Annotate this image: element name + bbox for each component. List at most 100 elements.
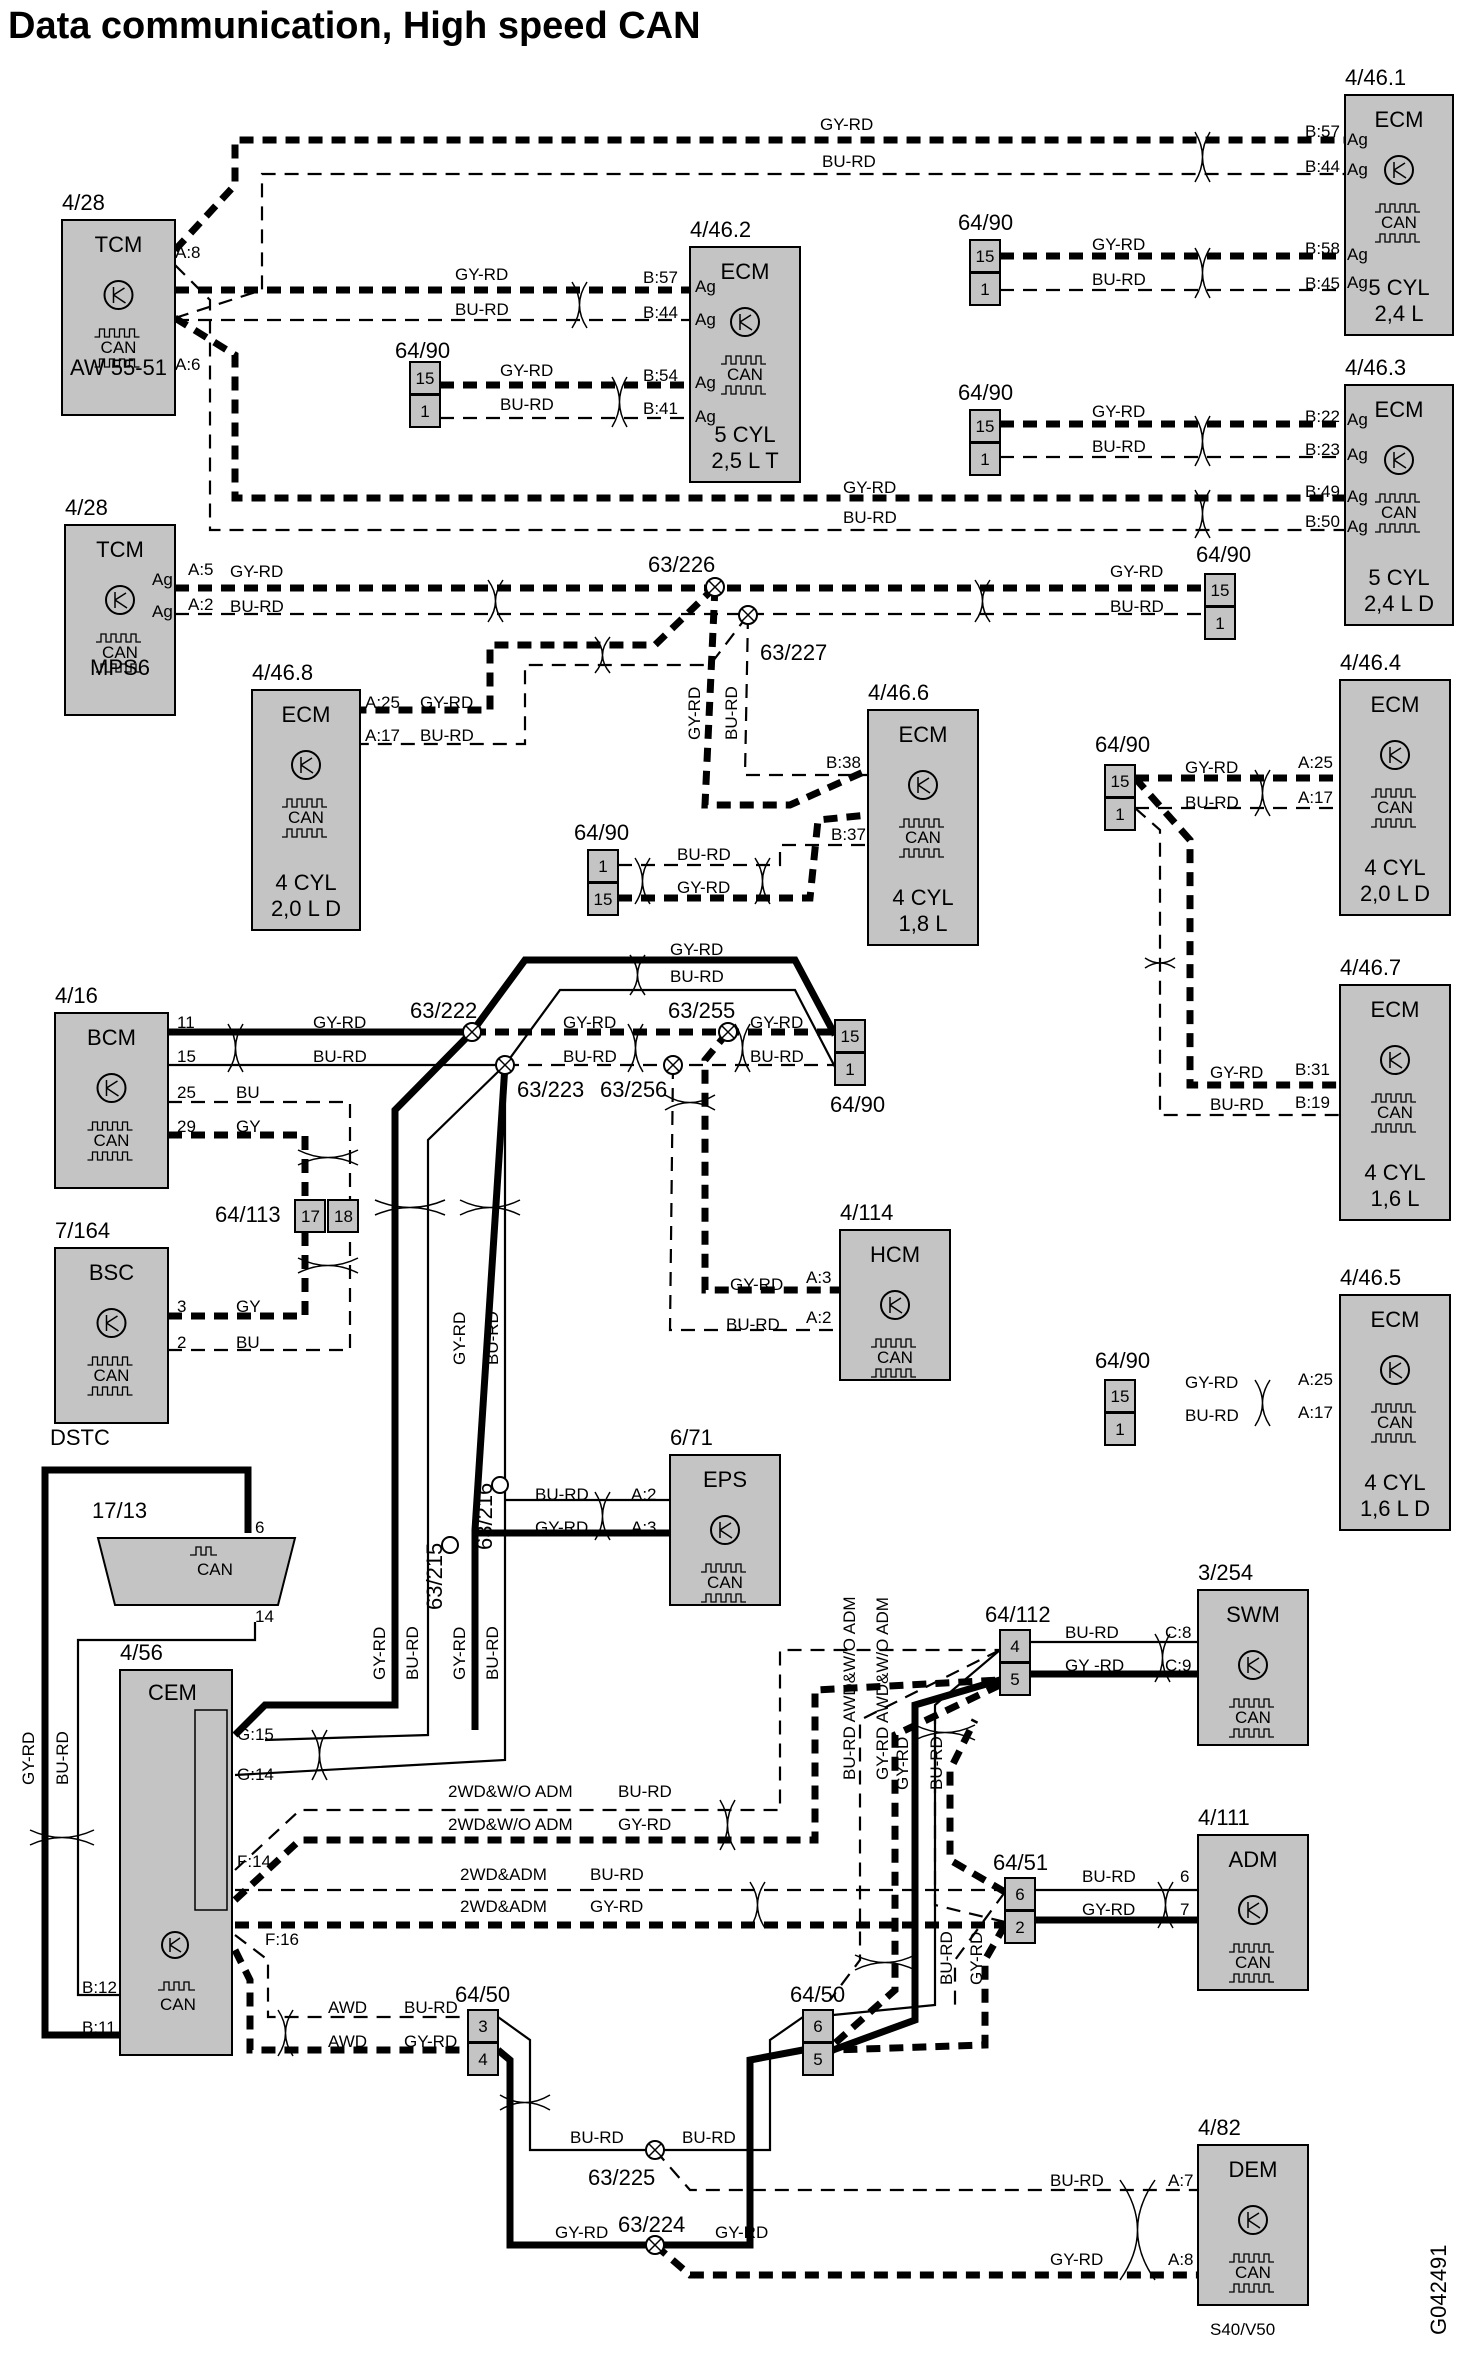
twist-marker [227, 1023, 244, 1073]
pin-label: Ag [1347, 130, 1368, 149]
splice-id: 63/255 [668, 998, 735, 1023]
can-waveform-icon [1229, 2253, 1274, 2263]
twist-marker [594, 1491, 611, 1541]
module-id: 4/46.2 [690, 217, 751, 242]
connector-pin-label: 1 [1115, 805, 1124, 824]
wire-label-vertical: BU-RD [927, 1736, 946, 1790]
wires [41, 136, 1345, 2279]
wire-label: 2WD&ADM [460, 1897, 547, 1916]
wire-awd-gy [231, 1948, 468, 2054]
connector-pin [467, 2009, 499, 2043]
splice-symbol [441, 1536, 459, 1554]
pin-label: B:37 [831, 825, 866, 844]
wire-label-vertical: GY-RD [370, 1627, 389, 1680]
pin-label: B:49 [1305, 482, 1340, 501]
wire-label: BU-RD [1110, 597, 1164, 616]
wire-label: AWD [328, 2032, 367, 2051]
transistor-icon [880, 1290, 910, 1320]
module-id: 4/28 [62, 190, 105, 215]
module-spec-1: MPS6 [90, 655, 150, 680]
wire-ecm-4-46-7-gy [1132, 775, 1340, 1089]
pin-label: B:31 [1295, 1060, 1330, 1079]
pin-label: A:25 [1298, 1370, 1333, 1389]
wire-label: BU-RD [677, 845, 731, 864]
wire-label: BU-RD [1050, 2171, 1104, 2190]
connector-pin-label: 4 [1010, 1637, 1019, 1656]
transistor-icon [103, 280, 134, 310]
splice-id: 63/227 [760, 640, 827, 665]
module-spec-1: 5 CYL [714, 422, 775, 447]
module-id: 4/111 [1198, 1805, 1250, 1830]
transistor-symbol [1247, 2212, 1261, 2229]
wire-label-vertical: GY-RD [967, 1932, 986, 1985]
module-id: 4/46.7 [1340, 955, 1401, 980]
pin-label: Ag [152, 602, 173, 621]
can-waveform-icon [1375, 203, 1420, 213]
twist-marker [459, 1199, 521, 1216]
can-waveform-icon [87, 1386, 133, 1396]
wire-bu-rd-ecm-4-46-1 [174, 172, 1345, 320]
splice-63-222: 63/222 [410, 998, 482, 1042]
module-box [1197, 2144, 1309, 2306]
connector-64-113-pin-18 [327, 1199, 359, 1233]
pin-label: Ag [695, 277, 716, 296]
dlc-can-waveform-icon [190, 1546, 217, 1556]
connectors: 15164/9015164/9015164/9015164/9011564/90… [395, 210, 1251, 2076]
can-waveform-icon [1371, 1093, 1416, 1103]
wire-label: BU-RD [230, 597, 284, 616]
module-name: ECM [721, 259, 770, 284]
module-box [54, 1247, 169, 1424]
can-waveform-icon [94, 358, 140, 368]
transistor-symbol [889, 1297, 903, 1314]
connector-pin-label: 15 [976, 417, 995, 436]
can-waveform-icon [1371, 1403, 1416, 1413]
wire-label: GY [236, 1297, 261, 1316]
twist-marker [974, 579, 991, 623]
module-spec-2: 2,4 L [1375, 301, 1424, 326]
can-waveform-icon [282, 828, 327, 838]
wire-label: BU-RD [1185, 1406, 1239, 1425]
twist-marker [1254, 1379, 1271, 1427]
twist-marker [374, 1199, 446, 1216]
wire-loop-gy-2 [655, 2046, 804, 2249]
splice-cross [721, 1025, 735, 1039]
pin-label: 29 [177, 1117, 196, 1136]
wire-64-90-loop-gy [469, 956, 839, 1037]
module-name: BCM [87, 1025, 136, 1050]
splice-id: 63/226 [648, 552, 715, 577]
module-name: ECM [1375, 397, 1424, 422]
can-label: CAN [1381, 503, 1417, 522]
wire-labels: GY-RDBU-RDGY-RDBU-RDGY-RDBU-RDGY-RDBU-RD… [19, 115, 1264, 2269]
connector-64-113-id: 64/113 [215, 1202, 281, 1227]
connector-id: 64/112 [985, 1602, 1051, 1627]
module-name: SWM [1226, 1602, 1280, 1627]
cem-connector-frame [194, 1709, 228, 1911]
transistor-symbol [1393, 162, 1407, 179]
can-waveform-icon [96, 663, 141, 673]
pin-label: B:57 [1305, 122, 1340, 141]
module-id: 7/164 [55, 1218, 110, 1243]
connector-pin [1104, 764, 1136, 798]
can-label: CAN [1235, 1708, 1271, 1727]
can-waveform-icon [1229, 1728, 1274, 1738]
can-waveform-icon [1371, 1433, 1416, 1443]
pin-label: Ag [1347, 160, 1368, 179]
wire-hcm-bu [668, 1064, 840, 1332]
connector-pin-label: 15 [1111, 1387, 1130, 1406]
module-id: 4/16 [55, 983, 98, 1008]
connector-64-113-pin-17-label: 17 [301, 1207, 320, 1226]
can-waveform-icon [701, 1593, 746, 1603]
connector-pin-label: 1 [980, 280, 989, 299]
connector-64-113-pin-17 [294, 1199, 326, 1233]
can-label: CAN [102, 643, 138, 662]
connector-pin-label: 15 [1211, 581, 1230, 600]
